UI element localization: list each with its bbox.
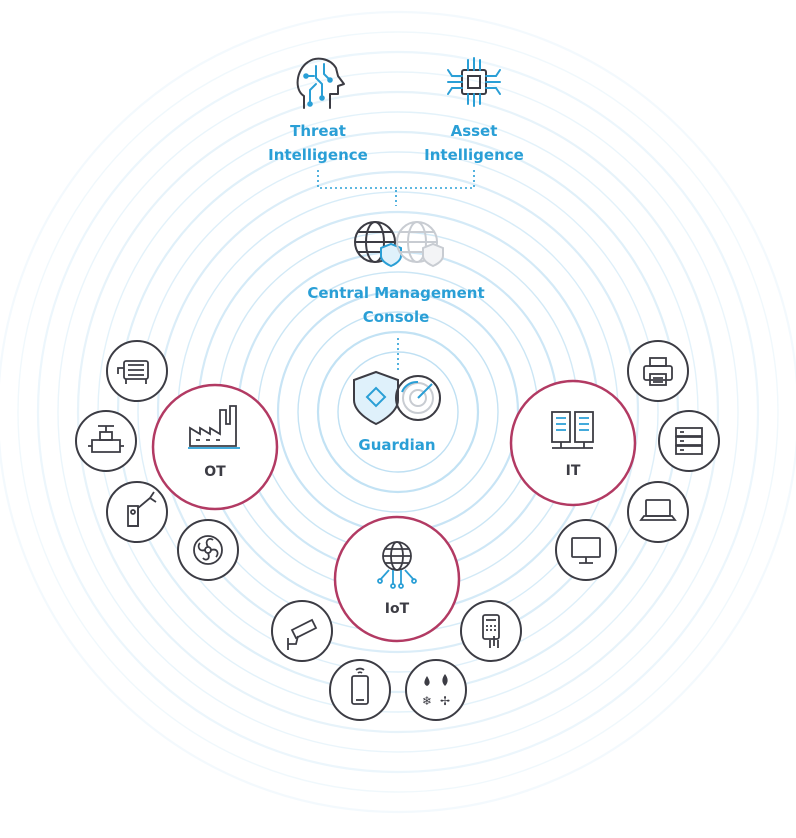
fan-icon xyxy=(193,535,223,565)
smartphone-icon xyxy=(351,667,369,705)
intelligence-connector xyxy=(317,170,475,189)
ripple-ring-1 xyxy=(316,330,480,494)
ripple-ring-16 xyxy=(17,31,779,793)
globe-network-icon xyxy=(377,541,417,589)
device-circles: ❄ ✢ xyxy=(75,340,720,721)
threat-intelligence-line2: Intelligence xyxy=(268,146,368,164)
ripple-ring-17 xyxy=(0,11,796,813)
hub-iot: IoT xyxy=(333,515,461,643)
factory-icon xyxy=(188,405,240,449)
robot-arm-icon xyxy=(127,491,157,527)
connector-lines xyxy=(317,170,475,370)
shield-radar-icon xyxy=(353,370,441,426)
server-rack-icon xyxy=(675,427,703,455)
cmc-line1: Central Management xyxy=(307,284,484,302)
it-device-printer xyxy=(627,340,689,402)
globe-shield-icon xyxy=(354,221,444,268)
ripple-ring-3 xyxy=(276,290,520,534)
hub-it-label: IT xyxy=(566,463,581,479)
hub-ot-label: OT xyxy=(204,464,226,480)
ripple-ring-14 xyxy=(57,71,739,753)
fan-glyph: ✢ xyxy=(440,694,450,708)
threat-intelligence-line1: Threat xyxy=(290,122,346,140)
cmc-line2: Console xyxy=(363,308,430,326)
asset-intelligence: Asset Intelligence xyxy=(424,57,524,164)
chip-icon xyxy=(447,57,501,107)
hub-ot: OT xyxy=(151,383,279,511)
motor-icon xyxy=(117,360,149,384)
ripple-ring-10 xyxy=(137,151,659,673)
utilities-icon: ❄ ✢ xyxy=(422,674,450,708)
central-management-console: Central Management Console xyxy=(307,221,485,326)
ripple-ring-0 xyxy=(337,351,459,473)
it-device-server-rack xyxy=(658,410,720,472)
iot-device-phone xyxy=(329,659,391,721)
guardian: Guardian xyxy=(353,370,441,454)
iot-device-utilities: ❄ ✢ xyxy=(405,659,467,721)
brain-circuit-icon xyxy=(296,57,345,109)
ripple-ring-9 xyxy=(156,170,640,654)
hub-it: IT xyxy=(509,379,637,507)
ot-device-valve xyxy=(75,410,137,472)
ot-device-motor xyxy=(106,340,168,402)
ripple-rings xyxy=(0,11,796,813)
ripple-ring-11 xyxy=(116,130,680,694)
ripple-ring-13 xyxy=(76,90,720,734)
iot-device-camera xyxy=(271,600,333,662)
it-device-laptop xyxy=(627,481,689,543)
valve-icon xyxy=(88,425,124,453)
security-camera-icon xyxy=(287,618,318,650)
ot-device-fan xyxy=(177,519,239,581)
snowflake-glyph: ❄ xyxy=(422,694,432,708)
server-icon xyxy=(551,411,594,449)
asset-intelligence-line1: Asset xyxy=(451,122,498,140)
asset-intelligence-line2: Intelligence xyxy=(424,146,524,164)
keypad-icon xyxy=(482,614,500,648)
it-device-monitor xyxy=(555,519,617,581)
monitor-icon xyxy=(571,537,601,564)
ripple-ring-15 xyxy=(36,50,760,774)
printer-icon xyxy=(643,357,673,386)
iot-device-keypad xyxy=(460,600,522,662)
ripple-ring-2 xyxy=(297,311,499,513)
hub-iot-label: IoT xyxy=(385,601,410,617)
guardian-label: Guardian xyxy=(358,436,435,454)
threat-intelligence: Threat Intelligence xyxy=(268,57,368,164)
ot-device-robot-arm xyxy=(106,481,168,543)
laptop-icon xyxy=(639,499,677,521)
